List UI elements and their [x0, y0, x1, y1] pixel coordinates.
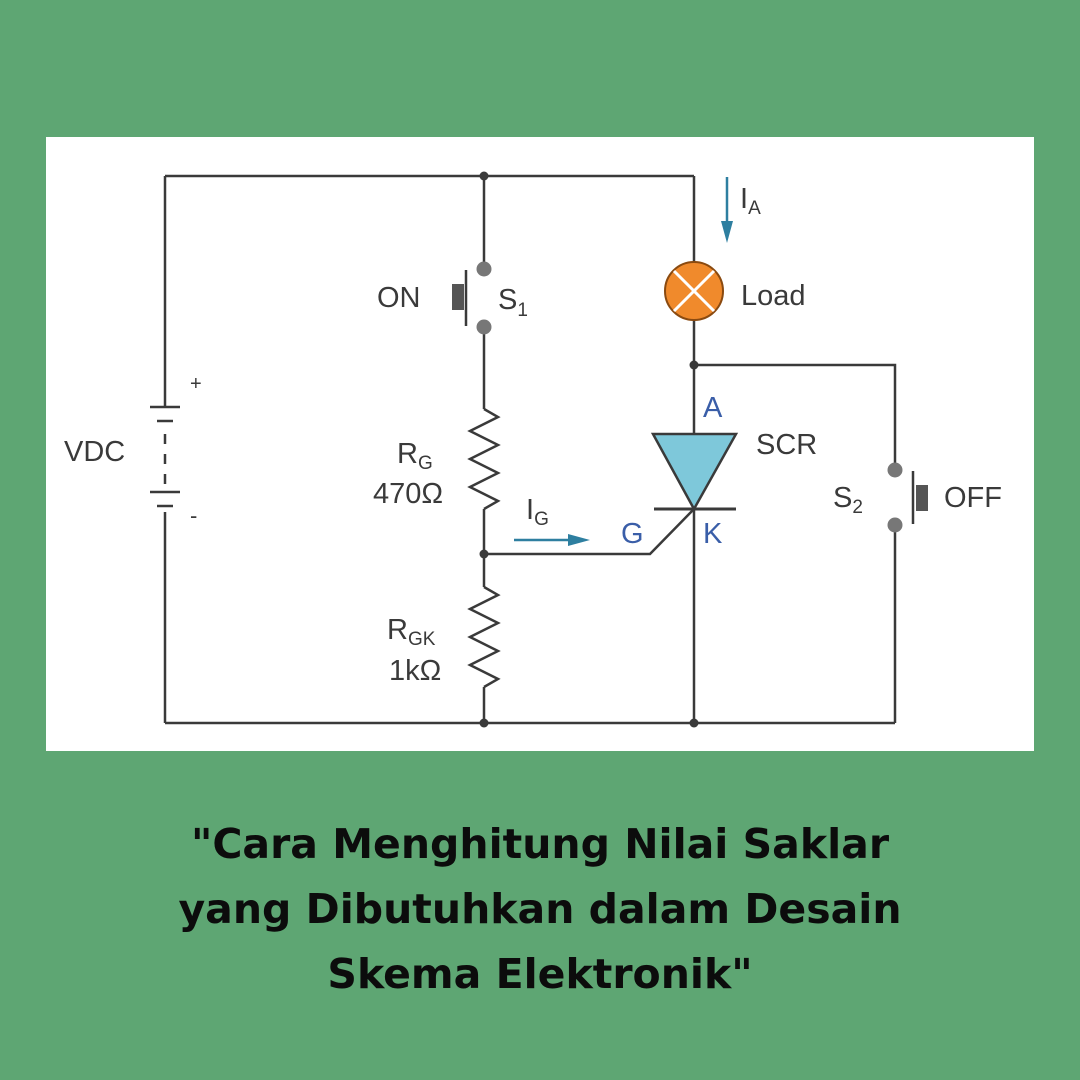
source-plus-label: +	[190, 373, 202, 395]
switch-s1-contact-bottom	[476, 319, 492, 335]
junction-bottom-mid	[479, 718, 489, 728]
anode-current-ref: IA	[740, 183, 761, 219]
source-minus-label: -	[190, 503, 197, 528]
switch-s2-ref: S2	[833, 482, 863, 518]
wire-gate	[484, 508, 695, 556]
scr-circuit-schematic: VDC + - ON S1 RG 470Ω RGK 1kΩ IG IA Load…	[64, 171, 1002, 728]
scr-label: SCR	[756, 429, 817, 461]
switch-s1-ref: S1	[498, 284, 528, 321]
scr-anode-label: A	[703, 392, 723, 424]
source-label: VDC	[64, 436, 125, 468]
caption: "Cara Menghitung Nilai Saklar yang Dibut…	[0, 812, 1080, 1007]
load-label: Load	[741, 280, 806, 312]
junctions	[479, 171, 699, 728]
junction-gate	[479, 549, 489, 559]
circuit-diagram-panel: VDC + - ON S1 RG 470Ω RGK 1kΩ IG IA Load…	[46, 137, 1034, 751]
resistor-rg-value: 470Ω	[373, 478, 443, 510]
junction-bottom-right	[689, 718, 699, 728]
switch-s1-contact-top	[476, 261, 492, 277]
switch-s1	[452, 261, 492, 335]
resistor-rgk-ref: RGK	[387, 614, 436, 650]
scr-cathode-label: K	[703, 518, 723, 550]
scr-triangle-icon	[650, 432, 739, 512]
switch-s2	[887, 462, 928, 533]
load-lamp-icon	[664, 261, 724, 321]
resistor-rgk	[467, 585, 501, 689]
junction-anode	[689, 360, 699, 370]
gate-current-arrow-icon	[514, 534, 590, 546]
switch-s2-button	[916, 485, 928, 511]
caption-line-3: Skema Elektronik"	[327, 950, 753, 998]
resistor-rg	[467, 407, 501, 511]
lamp-cross-2	[672, 269, 716, 313]
resistor-rg-ref: RG	[397, 438, 433, 474]
wire-s2-top	[694, 363, 897, 470]
scr-gate-label: G	[621, 518, 644, 550]
caption-line-2: yang Dibutuhkan dalam Desain	[178, 885, 902, 933]
switch-on-label: ON	[377, 282, 421, 314]
switch-off-label: OFF	[944, 482, 1002, 514]
anode-current-arrow-icon	[721, 177, 733, 243]
junction-top-mid	[479, 171, 489, 181]
gate-current-ref: IG	[526, 494, 549, 530]
switch-s2-contact-top	[887, 462, 903, 478]
caption-line-1: "Cara Menghitung Nilai Saklar	[190, 820, 890, 868]
wires	[150, 174, 915, 725]
switch-s2-contact-bottom	[887, 517, 903, 533]
switch-s1-button	[452, 284, 464, 310]
resistor-rgk-value: 1kΩ	[389, 655, 441, 687]
